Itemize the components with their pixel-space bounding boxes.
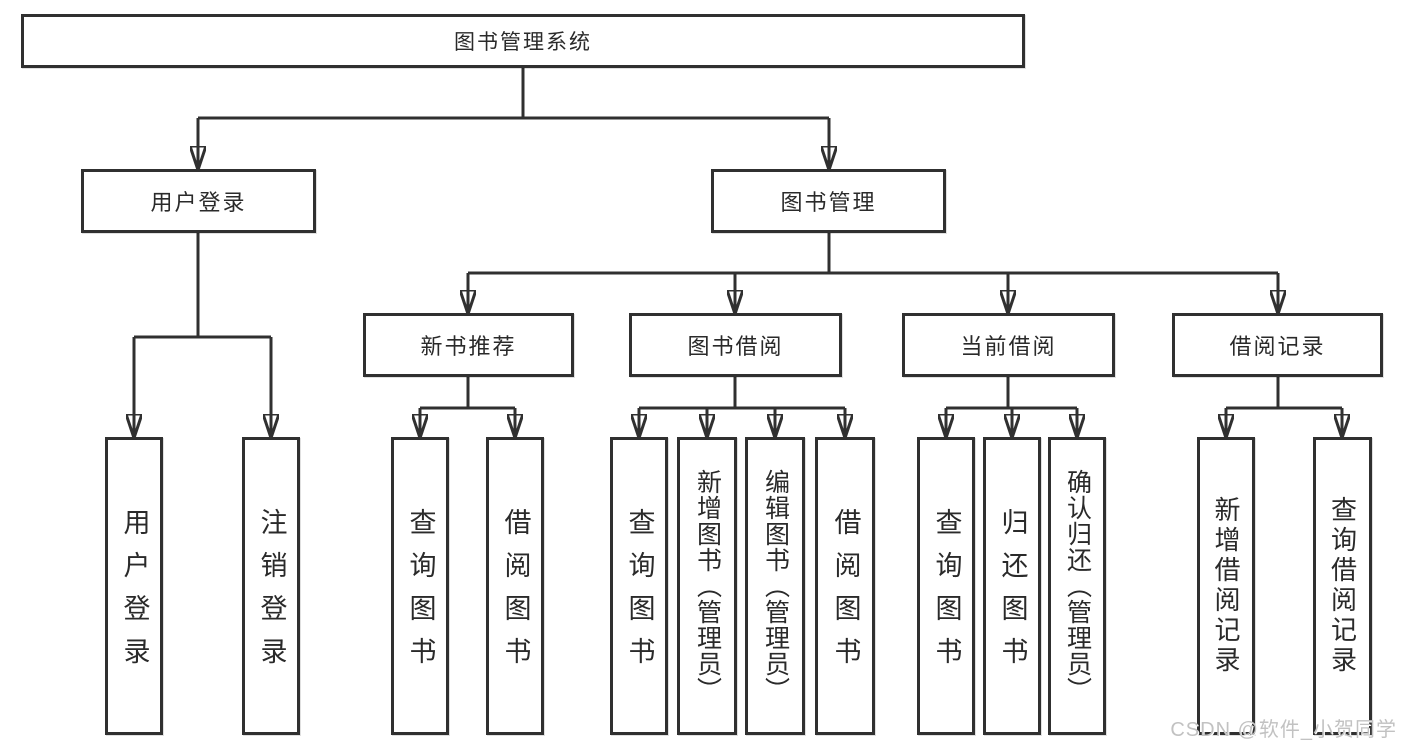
- leaf-br-query-record-label: 查询借阅记录: [1327, 496, 1358, 676]
- leaf-nb-borrow-books-label: 借阅图书: [500, 508, 531, 680]
- leaf-user-login-label: 用户登录: [119, 508, 150, 680]
- leaf-cb-query-books: 查询图书: [917, 437, 975, 735]
- node-new-book-recommend: 新书推荐: [363, 313, 574, 377]
- node-current-borrow: 当前借阅: [902, 313, 1115, 377]
- leaf-cb-return-books-label: 归还图书: [997, 508, 1028, 680]
- connector-new-book-children: [420, 377, 515, 437]
- node-root: 图书管理系统: [21, 14, 1025, 68]
- node-borrow-records-label: 借阅记录: [1229, 334, 1326, 359]
- connector-borrow-records-children: [1226, 377, 1342, 437]
- connector-book-borrow-children: [639, 377, 845, 437]
- node-book-management: 图书管理: [711, 169, 946, 233]
- leaf-br-query-record: 查询借阅记录: [1313, 437, 1372, 735]
- node-borrow-records: 借阅记录: [1172, 313, 1383, 377]
- leaf-nb-query-books: 查询图书: [391, 437, 449, 735]
- connector-root-to-level2: [198, 68, 829, 169]
- leaf-bb-edit-book-admin: 编辑图书（管理员）: [745, 437, 805, 735]
- leaf-bb-borrow-books-label: 借阅图书: [830, 508, 861, 680]
- leaf-bb-borrow-books: 借阅图书: [815, 437, 875, 735]
- node-user-login: 用户登录: [81, 169, 316, 233]
- leaf-cb-confirm-return-admin-label: 确认归还（管理员）: [1063, 469, 1092, 703]
- node-book-borrow-label: 图书借阅: [687, 334, 784, 359]
- node-user-login-label: 用户登录: [150, 190, 247, 215]
- leaf-bb-add-book-admin-label: 新增图书（管理员）: [693, 469, 722, 703]
- leaf-cb-return-books: 归还图书: [983, 437, 1041, 735]
- node-book-management-label: 图书管理: [780, 190, 877, 215]
- leaf-cb-confirm-return-admin: 确认归还（管理员）: [1048, 437, 1106, 735]
- connector-user-login-children: [134, 233, 271, 437]
- leaf-logout: 注销登录: [242, 437, 300, 735]
- leaf-user-login: 用户登录: [105, 437, 163, 735]
- leaf-bb-query-books: 查询图书: [610, 437, 668, 735]
- leaf-br-add-record: 新增借阅记录: [1197, 437, 1255, 735]
- connector-current-borrow-children: [946, 377, 1077, 437]
- node-new-book-recommend-label: 新书推荐: [420, 334, 517, 359]
- node-root-label: 图书管理系统: [454, 31, 592, 54]
- leaf-bb-add-book-admin: 新增图书（管理员）: [677, 437, 737, 735]
- connector-book-management-children: [468, 233, 1278, 313]
- leaf-bb-edit-book-admin-label: 编辑图书（管理员）: [761, 469, 790, 703]
- node-current-borrow-label: 当前借阅: [960, 334, 1057, 359]
- watermark: CSDN @软件_小贺同学: [1170, 719, 1397, 741]
- leaf-cb-query-books-label: 查询图书: [931, 508, 962, 680]
- leaf-br-add-record-label: 新增借阅记录: [1211, 496, 1241, 676]
- leaf-logout-label: 注销登录: [256, 508, 287, 680]
- leaf-nb-borrow-books: 借阅图书: [486, 437, 544, 735]
- leaf-bb-query-books-label: 查询图书: [624, 508, 655, 680]
- leaf-nb-query-books-label: 查询图书: [405, 508, 436, 680]
- node-book-borrow: 图书借阅: [629, 313, 842, 377]
